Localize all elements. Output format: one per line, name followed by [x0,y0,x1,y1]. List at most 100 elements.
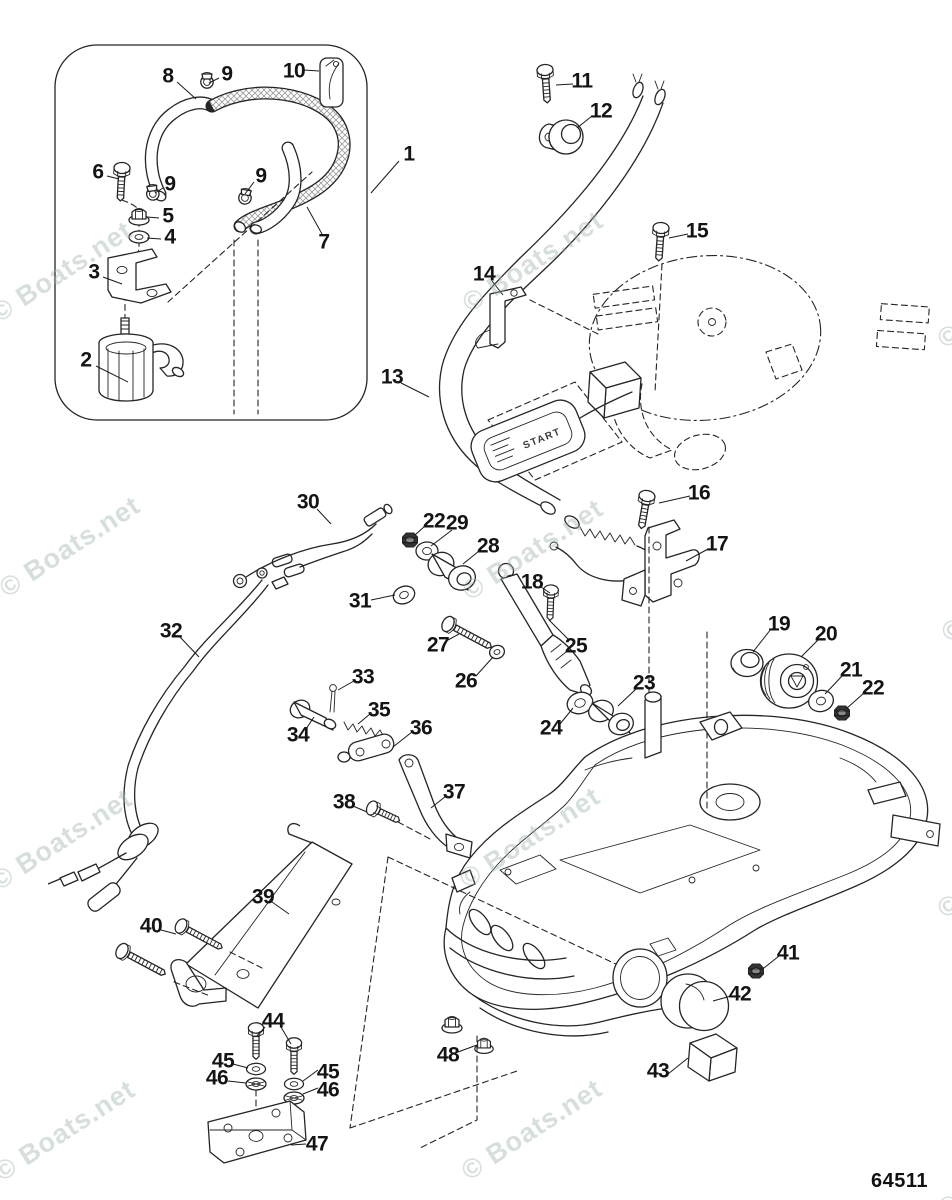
callout-41: 41 [776,941,800,965]
washer-31 [392,585,416,605]
bolt-38 [363,798,404,829]
callout-18: 18 [520,570,544,594]
seal-19 [730,648,764,678]
clip-icon [319,57,344,108]
callout-5: 5 [162,204,174,228]
callout-40: 40 [139,914,163,938]
washer-45b [283,1077,305,1091]
bushing-23 [588,699,634,736]
washer-46b [283,1091,305,1105]
throttle-bracket-17 [621,519,700,607]
callout-10: 10 [282,59,306,83]
projection-line-40 [173,951,263,997]
throttle-cables-13 [438,73,666,582]
fuel-filter [98,317,185,402]
callout-4: 4 [164,225,176,249]
callout-11: 11 [571,69,593,93]
callout-34: 34 [286,723,310,747]
nut-41 [748,963,764,979]
callout-30: 30 [296,490,320,514]
callout-38: 38 [332,790,356,814]
nut-48a [441,1015,463,1034]
callout-31: 31 [348,589,372,613]
callout-25: 25 [564,634,588,658]
spacer-28 [427,551,477,591]
callout-23: 23 [632,671,656,695]
plug-43 [687,1033,738,1082]
diagram-id-code: 64511 [871,1170,929,1192]
callout-1: 1 [403,142,415,166]
bolt-15 [650,221,671,263]
mount-bracket-39 [170,822,353,1009]
nut-48b [474,1037,494,1055]
callout-9: 9 [164,172,176,196]
callout-2: 2 [80,348,92,372]
callout-12: 12 [589,99,613,123]
pulley-20 [759,653,819,709]
callout-45: 45 [316,1060,340,1084]
callout-42: 42 [728,982,752,1006]
callout-28: 28 [476,534,500,558]
callout-35: 35 [367,698,391,722]
bolt-16 [632,488,657,531]
callout-8: 8 [162,64,174,88]
recoil-starter-phantom [487,255,930,481]
callout-15: 15 [685,219,709,243]
callout-48: 48 [436,1043,460,1067]
washer-45a [245,1062,267,1076]
washer-24 [566,691,594,715]
callout-19: 19 [767,612,791,636]
callout-32: 32 [159,619,183,643]
callout-22: 22 [422,509,446,533]
link-36 [337,733,395,763]
callout-46: 46 [316,1078,340,1102]
callout-16: 16 [687,481,711,505]
washer-46a [245,1077,267,1091]
bracket-37 [398,754,473,859]
callout-7: 7 [318,230,330,254]
callout-29: 29 [445,511,469,535]
callout-43: 43 [646,1059,670,1083]
callout-45: 45 [211,1049,235,1073]
bolt-44b [285,1037,303,1075]
bolt-11 [535,63,556,105]
cotter-pin-33 [329,684,337,713]
fuel-filter-bracket [107,248,172,304]
washer-21 [807,689,835,713]
callout-17: 17 [705,532,729,556]
callout-37: 37 [442,780,466,804]
callout-36: 36 [409,716,433,740]
shift-lever-25 [497,562,593,696]
callout-13: 13 [380,365,404,389]
callout-14: 14 [472,262,496,286]
wire-harness-30 [232,503,393,589]
callout-9: 9 [255,164,267,188]
fuel-line-assembly-box [54,44,368,421]
spring-35 [343,721,385,738]
anchor-plate-47 [207,1100,307,1164]
callout-46: 46 [205,1066,229,1090]
callout-21: 21 [839,658,863,682]
callout-3: 3 [88,260,100,284]
callout-47: 47 [305,1132,329,1156]
callout-44: 44 [261,1009,285,1033]
battery-cable-32 [47,567,289,912]
clevis-pin-34 [289,699,337,731]
callout-39: 39 [251,885,275,909]
callout-24: 24 [539,716,563,740]
callout-26: 26 [454,669,478,693]
bolt-40b [112,940,170,982]
cable-bracket-14 [475,286,527,349]
projection-line-48 [419,1035,478,1149]
grommet-12 [538,119,584,155]
cap-42 [660,973,730,1032]
washer-26 [488,644,506,660]
leader-lines [95,69,865,1146]
ignition-coil [587,361,642,419]
projection-line-38 [397,821,433,841]
start-handle: START [470,391,633,483]
callout-22: 22 [861,676,885,700]
callout-33: 33 [351,665,375,689]
